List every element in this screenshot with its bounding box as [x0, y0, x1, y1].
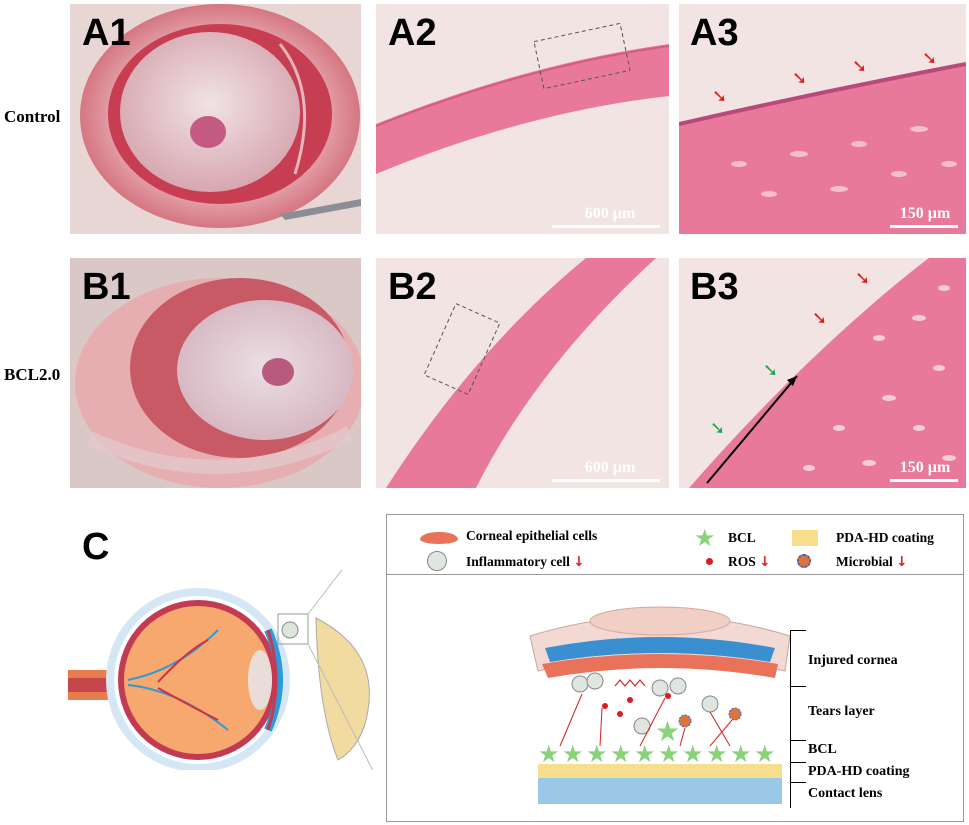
legend-inflammatory-cell: Inflammatory cell ↓ — [466, 554, 585, 570]
row-label-bcl: BCL2.0 — [4, 365, 61, 384]
bracket-tick-3 — [790, 740, 806, 741]
scale-bar-a3 — [890, 225, 958, 228]
schematic-frame — [386, 514, 964, 822]
label-bcl: BCL — [808, 742, 837, 757]
svg-text:★: ★ — [538, 740, 560, 768]
legend-bcl: BCL — [728, 530, 756, 545]
eye-anatomy-graphic — [68, 570, 374, 770]
down-arrow-microbial: ↓ — [896, 554, 908, 570]
svg-text:★: ★ — [586, 740, 608, 768]
panel-label-a2: A2 — [388, 12, 437, 54]
histology-b3-graphic — [679, 258, 966, 488]
svg-text:★: ★ — [730, 740, 752, 768]
histology-a2 — [376, 4, 669, 234]
bracket-tick-4 — [790, 762, 806, 763]
legend-microbial: Microbial ↓ — [836, 554, 908, 570]
histology-b2-graphic — [376, 258, 669, 488]
inflammatory-cell-icon — [427, 551, 447, 571]
panel-label-b1: B1 — [82, 266, 131, 308]
svg-text:★: ★ — [682, 740, 704, 768]
scale-label-b3: 150 µm — [899, 459, 951, 476]
histology-b3 — [679, 258, 966, 488]
svg-text:★: ★ — [706, 740, 728, 768]
label-injured-cornea: Injured cornea — [808, 653, 898, 668]
red-arrow-a3-2: ➘ — [792, 68, 808, 89]
scale-bar-b2 — [552, 479, 660, 482]
mechanism-schematic: ★ ★★★ ★★★ ★★★ ★ — [520, 596, 800, 808]
row-label-control: Control — [4, 107, 61, 126]
legend-epithelial-cells: Corneal epithelial cells — [466, 528, 598, 543]
scale-bar-b3 — [890, 479, 958, 482]
svg-text:★: ★ — [562, 740, 584, 768]
scale-label-a3: 150 µm — [899, 205, 951, 222]
legend-coating: PDA-HD coating — [836, 530, 934, 545]
bcl-star-icon: ★ — [694, 524, 716, 552]
scale-label-a2: 600 µm — [584, 205, 636, 222]
svg-text:★: ★ — [634, 740, 656, 768]
eye-photo-a1-graphic — [70, 4, 361, 234]
coating-icon — [792, 530, 818, 546]
svg-text:★: ★ — [655, 715, 680, 748]
red-arrow-b3-2: ➘ — [812, 308, 828, 329]
svg-text:★: ★ — [658, 740, 680, 768]
red-arrow-b3-1: ➘ — [855, 268, 871, 289]
bracket-tick-2 — [790, 686, 806, 687]
panel-label-b2: B2 — [388, 266, 437, 308]
down-arrow-inflammatory: ↓ — [573, 554, 585, 570]
green-arrow-b3-1: ➘ — [763, 360, 779, 381]
panel-label-b3: B3 — [690, 266, 739, 308]
label-tears-layer: Tears layer — [808, 704, 875, 719]
panel-label-c: C — [82, 526, 110, 568]
layer-bracket — [790, 630, 791, 808]
histology-a3 — [679, 4, 966, 234]
bracket-tick-5 — [790, 782, 806, 783]
epithelial-cell-icon — [420, 532, 458, 544]
green-arrow-b3-2: ➘ — [710, 418, 726, 439]
histology-b2 — [376, 258, 669, 488]
panel-label-a3: A3 — [690, 12, 739, 54]
eye-anatomy-illustration — [68, 570, 388, 770]
histology-a2-graphic — [376, 4, 669, 234]
red-arrow-a3-1: ➘ — [712, 86, 728, 107]
svg-text:★: ★ — [754, 740, 776, 768]
eye-photo-b1-graphic — [70, 258, 361, 488]
legend-divider — [386, 574, 964, 575]
ros-dot-icon — [706, 558, 713, 565]
label-pda-hd-coating: PDA-HD coating — [808, 764, 910, 779]
panel-label-a1: A1 — [82, 12, 131, 54]
svg-text:★: ★ — [610, 740, 632, 768]
microbial-icon — [797, 554, 811, 568]
mechanism-schematic-graphic: ★ ★★★ ★★★ ★★★ ★ — [529, 606, 791, 804]
down-arrow-ros: ↓ — [759, 554, 771, 570]
photo-a1-eye — [70, 4, 361, 234]
histology-a3-graphic — [679, 4, 966, 234]
red-arrow-a3-4: ➘ — [922, 48, 938, 69]
scale-bar-a2 — [552, 225, 660, 228]
label-contact-lens: Contact lens — [808, 786, 883, 801]
scale-label-b2: 600 µm — [584, 459, 636, 476]
bracket-tick-1 — [790, 630, 806, 631]
red-arrow-a3-3: ➘ — [852, 56, 868, 77]
photo-b1-eye — [70, 258, 361, 488]
legend-ros: ROS ↓ — [728, 554, 771, 570]
